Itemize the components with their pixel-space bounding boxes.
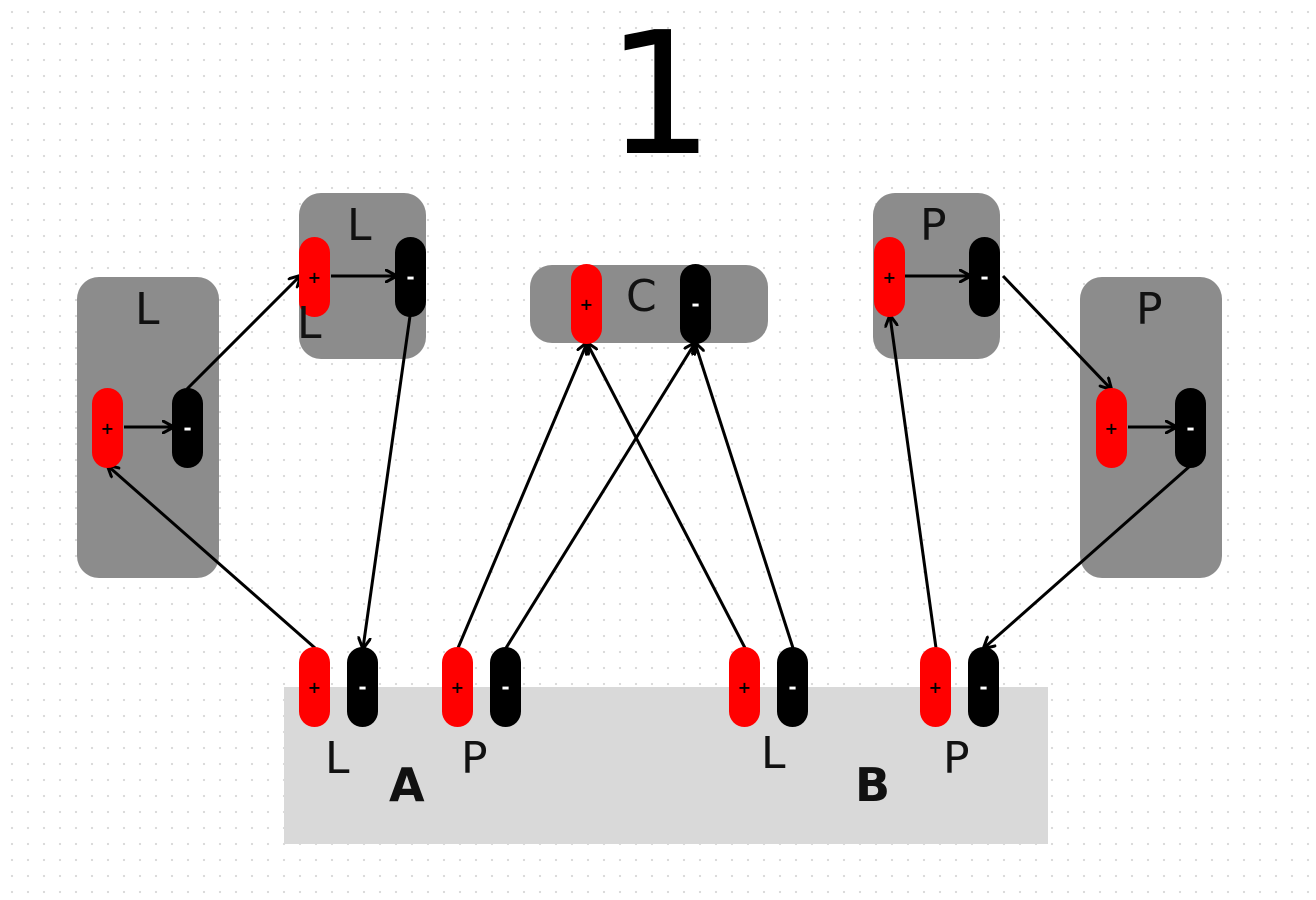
center-negative-terminal[interactable]: - (680, 264, 711, 344)
speaker-box-center (530, 265, 768, 343)
a-l-negative-terminal[interactable]: - (347, 647, 378, 727)
wire-a-l-pos-to-left-outer-pos (108, 466, 316, 650)
right-outer-positive-terminal[interactable]: + (1096, 388, 1127, 468)
right-upper-negative-terminal[interactable]: - (969, 237, 1000, 317)
board-b-label: B (855, 758, 891, 812)
wire-right-outer-neg-to-b-p-neg (984, 464, 1191, 648)
b-l-jack-label: L (761, 728, 786, 779)
b-p-negative-terminal[interactable]: - (968, 647, 999, 727)
wire-b-l-neg-to-center-neg (695, 343, 795, 649)
right-outer-negative-terminal[interactable]: - (1175, 388, 1206, 468)
b-p-positive-terminal[interactable]: + (920, 647, 951, 727)
right-upper-speaker-label: P (920, 200, 947, 251)
center-speaker-label: C (626, 271, 657, 322)
board-a-label: A (389, 758, 425, 812)
wire-a-p-pos-to-center-pos (456, 343, 587, 649)
a-l-jack-label: L (325, 733, 350, 784)
a-l-positive-terminal[interactable]: + (299, 647, 330, 727)
left-upper-negative-terminal[interactable]: - (395, 237, 426, 317)
a-p-jack-label: P (461, 733, 488, 784)
right-outer-speaker-label: P (1136, 284, 1163, 335)
left-upper-positive-terminal[interactable]: + (299, 237, 330, 317)
wire-a-p-neg-to-center-neg (504, 343, 695, 649)
wire-b-p-pos-to-right-upper-pos (890, 316, 938, 649)
left-upper-extra-label: L (297, 298, 322, 349)
a-p-negative-terminal[interactable]: - (490, 647, 521, 727)
left-outer-positive-terminal[interactable]: + (92, 388, 123, 468)
a-p-positive-terminal[interactable]: + (442, 647, 473, 727)
b-l-positive-terminal[interactable]: + (729, 647, 760, 727)
center-positive-terminal[interactable]: + (571, 264, 602, 344)
diagram-number: 1 (605, 0, 715, 194)
right-upper-positive-terminal[interactable]: + (874, 237, 905, 317)
left-outer-negative-terminal[interactable]: - (172, 388, 203, 468)
b-l-negative-terminal[interactable]: - (777, 647, 808, 727)
wire-b-l-pos-to-center-pos (587, 343, 747, 649)
wire-right-upper-neg-to-right-outer-pos (1001, 274, 1111, 389)
wire-left-outer-neg-to-left-upper-pos (185, 276, 300, 391)
left-outer-speaker-label: L (135, 284, 160, 335)
left-upper-speaker-label: L (347, 200, 372, 251)
wire-left-upper-neg-to-a-l-neg (363, 315, 412, 648)
b-p-jack-label: P (943, 733, 970, 784)
